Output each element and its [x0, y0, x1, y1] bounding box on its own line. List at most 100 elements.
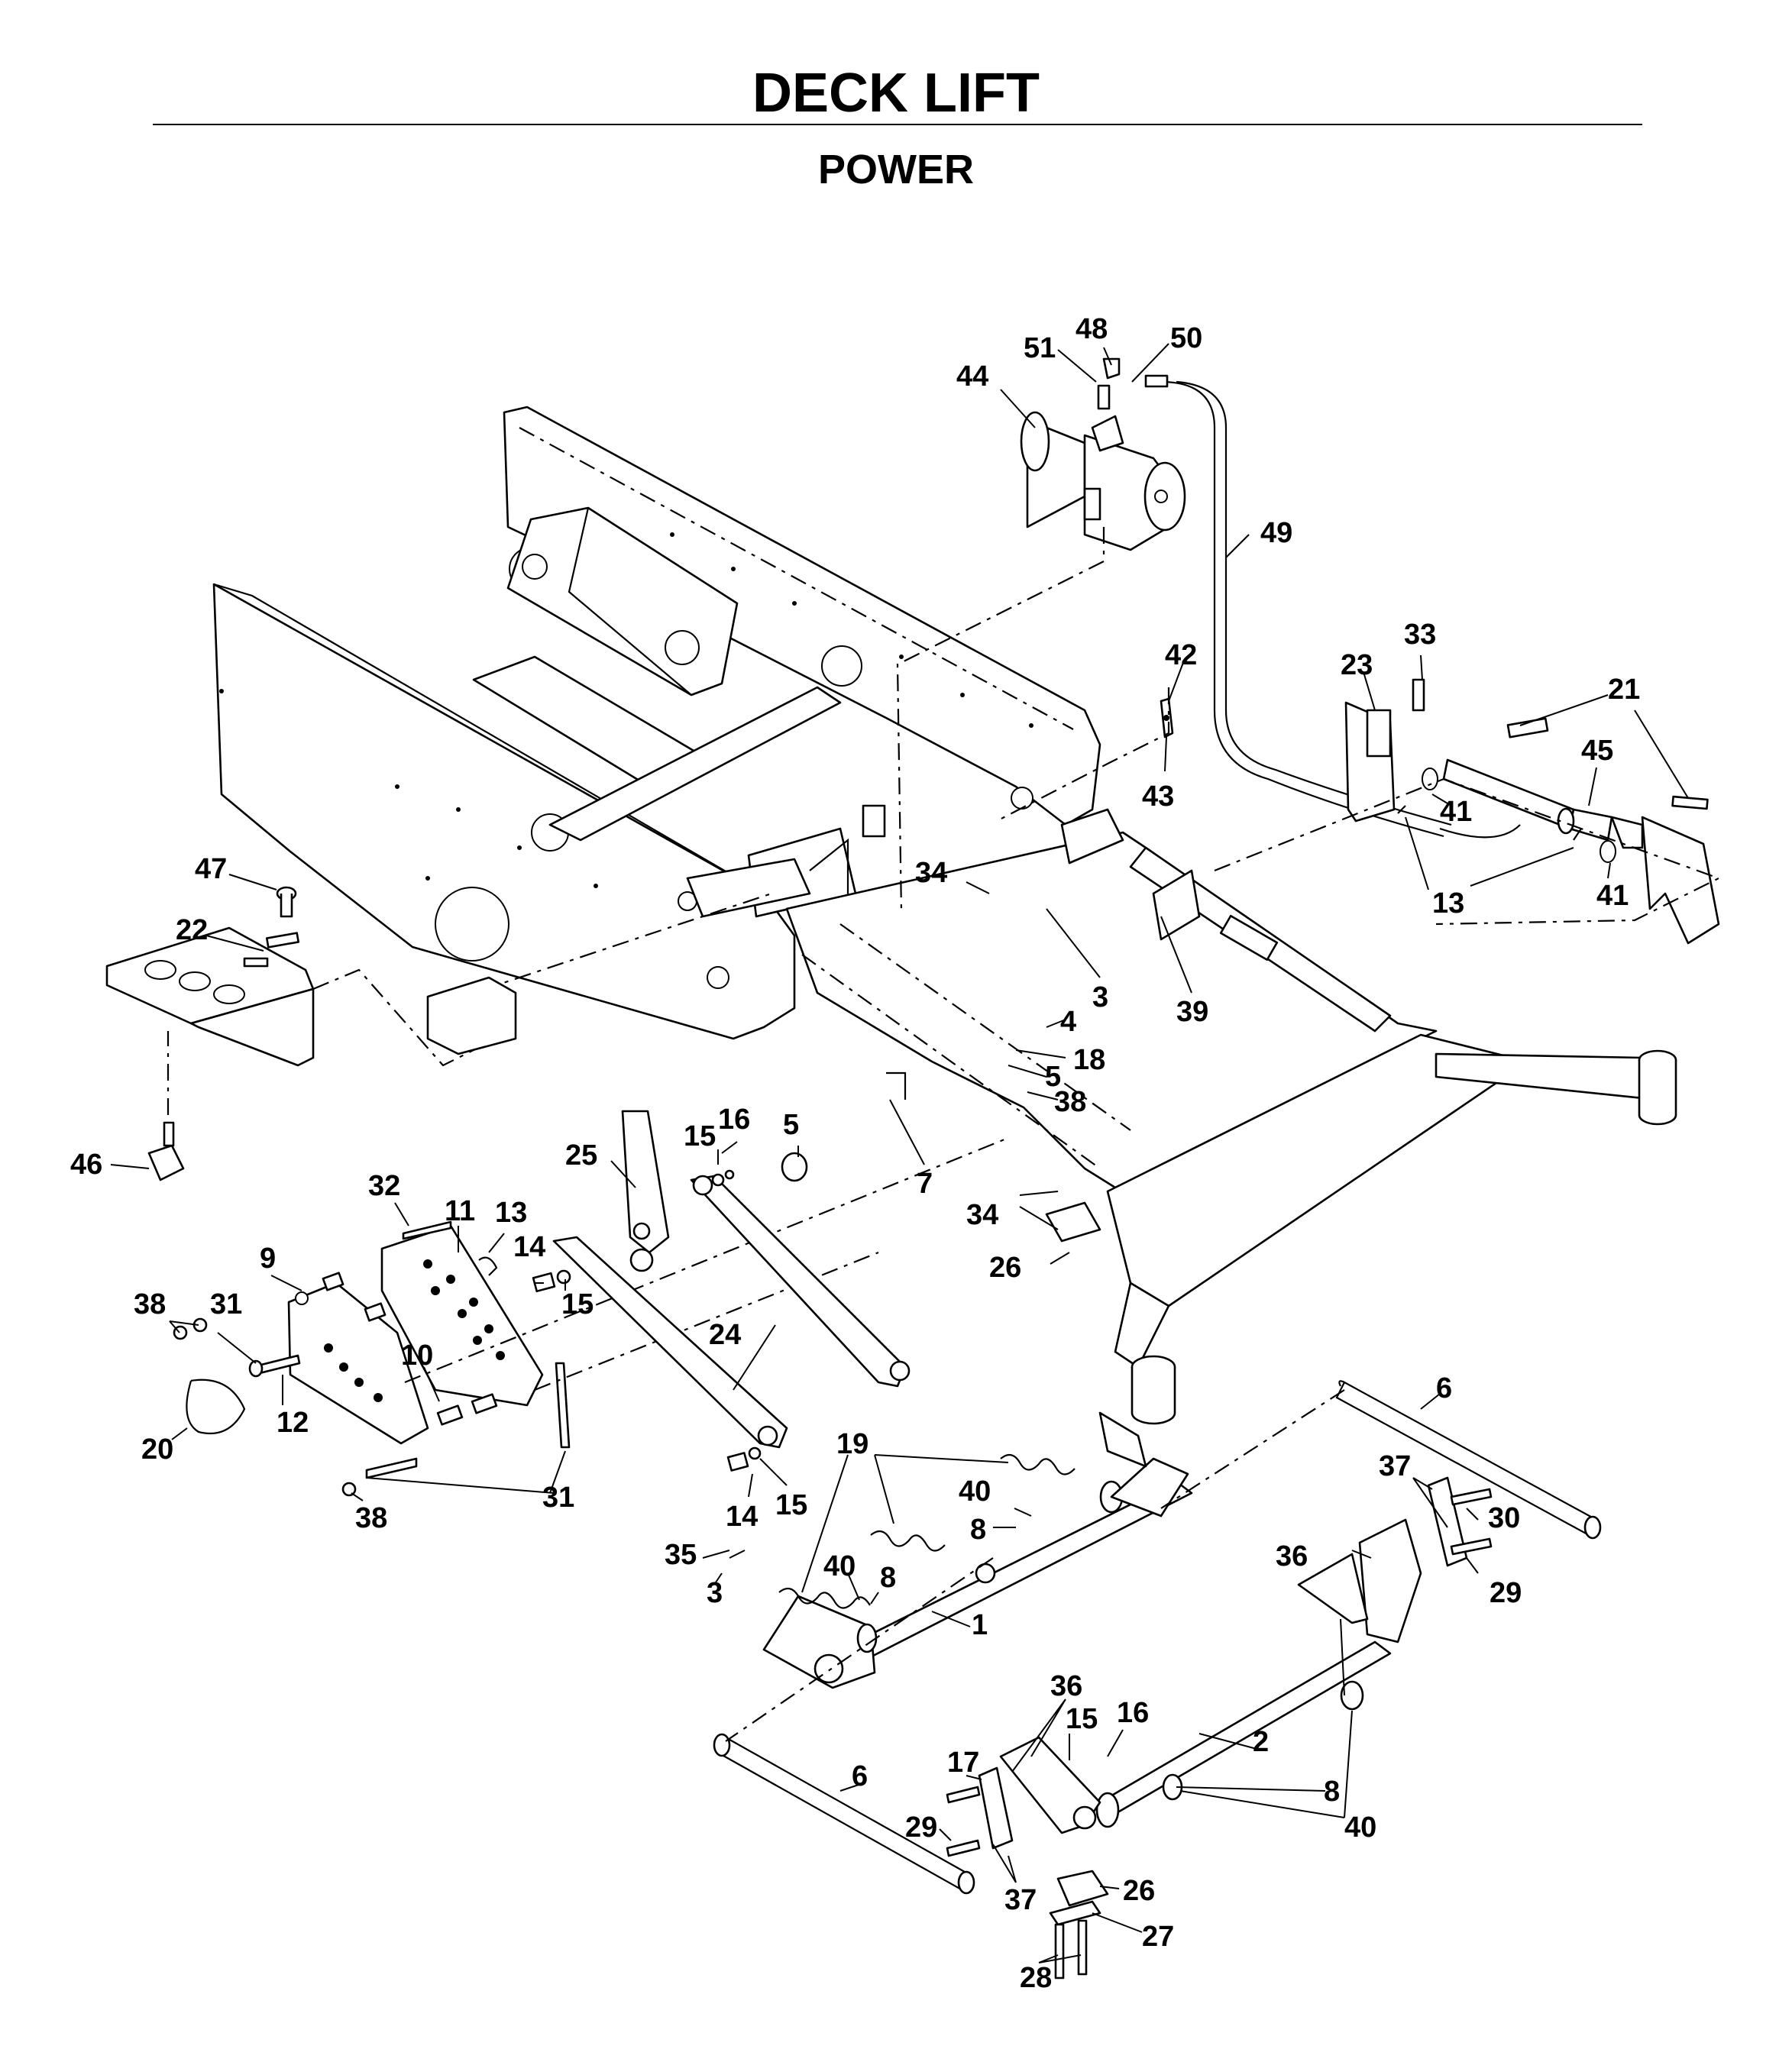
toggle-switch	[147, 1121, 185, 1181]
callout-35: 35	[665, 1539, 697, 1571]
callout-40-mid: 40	[823, 1550, 856, 1582]
callout-29-upper: 29	[1490, 1577, 1522, 1609]
control-panel	[105, 886, 315, 1067]
lift-shaft-2	[999, 1518, 1422, 1834]
callout-30: 30	[1488, 1502, 1520, 1534]
callout-11: 11	[445, 1195, 475, 1227]
callout-9: 9	[260, 1243, 276, 1275]
callout-17: 17	[947, 1747, 979, 1779]
panel-mount-bracket	[426, 976, 517, 1055]
callout-44: 44	[956, 360, 988, 393]
cam-plate-assembly	[287, 1224, 544, 1445]
callout-37-lower: 37	[1004, 1884, 1037, 1916]
callout-48: 48	[1076, 313, 1108, 345]
frame-cross-members	[472, 655, 886, 918]
callout-4: 4	[1060, 1006, 1076, 1038]
cam-centerline	[404, 1136, 1009, 1391]
callout-31-lower: 31	[542, 1482, 574, 1514]
callout-21: 21	[1608, 674, 1640, 706]
callout-2: 2	[1253, 1726, 1269, 1758]
callout-19: 19	[836, 1428, 869, 1460]
rod-centerline	[725, 1389, 1345, 1742]
callout-3-lower: 3	[707, 1577, 723, 1609]
page-subtitle: POWER	[817, 147, 974, 192]
hydraulic-pump	[1020, 357, 1186, 551]
fitting-42	[1160, 697, 1174, 739]
callout-15-mid: 15	[561, 1288, 594, 1320]
callout-23: 23	[1341, 649, 1373, 681]
callout-5-mid: 5	[783, 1109, 799, 1141]
callout-13-cylinder: 13	[1432, 887, 1464, 919]
callout-40-lower: 40	[1344, 1812, 1376, 1844]
callout-49: 49	[1260, 517, 1292, 549]
title-rule	[153, 124, 1642, 125]
callout-12: 12	[277, 1407, 309, 1439]
callout-20: 20	[141, 1433, 173, 1466]
callout-36-upper: 36	[1276, 1540, 1308, 1572]
callout-32: 32	[368, 1170, 400, 1202]
lift-shaft-1	[762, 1411, 1193, 1689]
callout-16-upper: 16	[718, 1104, 750, 1136]
hydraulic-cylinder	[1344, 678, 1720, 945]
adjuster-chains	[946, 1476, 1493, 1857]
callout-6-lower: 6	[852, 1760, 868, 1792]
callout-33: 33	[1404, 619, 1436, 651]
leader-lines	[110, 343, 1689, 1963]
callout-36-lower: 36	[1050, 1670, 1082, 1702]
cylinder-centerline	[1214, 777, 1721, 926]
callout-25: 25	[565, 1139, 597, 1172]
callout-47: 47	[195, 853, 227, 885]
callout-31-left: 31	[210, 1288, 242, 1320]
callout-40-upper: 40	[959, 1475, 991, 1508]
callout-8-lower: 8	[1324, 1776, 1340, 1808]
page-title: DECK LIFT	[752, 63, 1040, 124]
callout-28: 28	[1020, 1962, 1052, 1994]
callout-37-upper: 37	[1379, 1450, 1411, 1482]
callout-18: 18	[1073, 1044, 1105, 1076]
callout-29-lower: 29	[905, 1812, 937, 1844]
callout-1: 1	[972, 1609, 988, 1641]
callout-38-lower: 38	[355, 1502, 387, 1534]
callout-38-left: 38	[134, 1288, 166, 1320]
callout-14-lower: 14	[726, 1501, 758, 1533]
callout-41-right: 41	[1596, 880, 1629, 912]
panel-centerline	[167, 892, 772, 1115]
callout-42: 42	[1165, 639, 1197, 671]
callout-8-mid: 8	[880, 1562, 896, 1594]
callout-22: 22	[176, 914, 208, 946]
pump-centerline	[896, 527, 1105, 913]
callout-51: 51	[1024, 332, 1056, 364]
callout-13-left: 13	[495, 1197, 527, 1229]
seat-box-bracket	[506, 506, 739, 696]
callout-43: 43	[1142, 781, 1174, 813]
link-hardware	[532, 1071, 907, 1472]
spring-19	[778, 1453, 1076, 1609]
callout-3-upper: 3	[1092, 981, 1108, 1013]
cam-plate-hardware	[173, 1220, 571, 1497]
callout-14-upper: 14	[513, 1231, 545, 1263]
callout-15-lower: 15	[775, 1489, 807, 1521]
callout-24: 24	[709, 1319, 741, 1351]
callout-26-lower: 26	[1123, 1875, 1155, 1907]
callout-34-upper: 34	[915, 857, 947, 889]
callout-15-bottom: 15	[1066, 1703, 1098, 1735]
lift-arm-25	[621, 1110, 670, 1272]
callout-8-upper: 8	[970, 1514, 986, 1546]
callout-10: 10	[401, 1340, 433, 1372]
callout-50: 50	[1170, 322, 1202, 354]
callout-26-upper: 26	[989, 1252, 1021, 1284]
callout-27: 27	[1142, 1921, 1174, 1953]
callout-45: 45	[1581, 735, 1613, 767]
callout-6-upper: 6	[1436, 1372, 1452, 1404]
callout-39: 39	[1176, 996, 1208, 1028]
callout-16-lower: 16	[1117, 1697, 1149, 1729]
clamp-assembly	[1045, 1201, 1109, 1980]
callout-34-lower: 34	[966, 1199, 998, 1231]
callout-46: 46	[70, 1149, 102, 1181]
callout-41-upper: 41	[1440, 796, 1472, 828]
callout-38-upper: 38	[1054, 1086, 1086, 1118]
callout-labels: 48 50 51 44 49 33 23 21 42 45 43 41 41 1…	[70, 313, 1640, 1994]
front-frame-plate	[212, 583, 796, 1040]
right-frame-rail	[785, 808, 1438, 1189]
